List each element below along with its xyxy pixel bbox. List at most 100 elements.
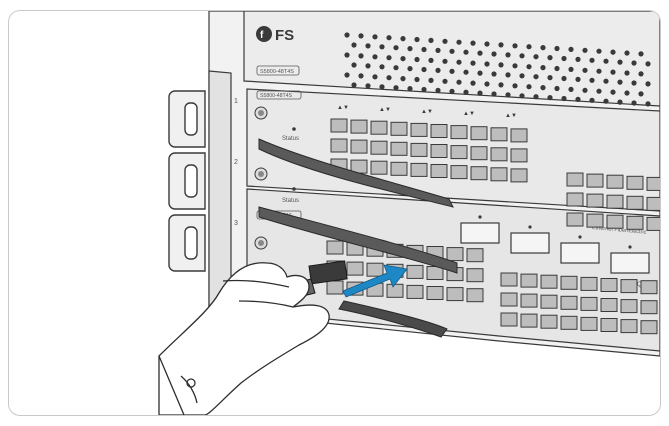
rj45-port bbox=[560, 315, 578, 330]
rj45-port bbox=[540, 294, 558, 309]
rj45-port bbox=[540, 274, 558, 289]
vent-hole bbox=[498, 62, 504, 68]
vent-hole bbox=[603, 98, 609, 104]
vent-hole bbox=[596, 88, 602, 94]
port-arrow-glyph-5: ▲▼ bbox=[505, 113, 517, 119]
rj45-port bbox=[620, 319, 638, 334]
vent-hole bbox=[351, 62, 357, 68]
vent-hole bbox=[519, 93, 525, 99]
vent-hole bbox=[463, 69, 469, 75]
rj45-port bbox=[326, 240, 344, 255]
rj45-port bbox=[430, 144, 448, 158]
vent-hole bbox=[484, 41, 490, 47]
vent-hole bbox=[617, 99, 623, 105]
rj45-port bbox=[430, 124, 448, 138]
vent-hole bbox=[456, 39, 462, 45]
rj45-port bbox=[450, 165, 468, 180]
vent-hole bbox=[491, 51, 497, 57]
vent-hole bbox=[386, 55, 392, 61]
vent-hole bbox=[526, 44, 532, 50]
rj45-port bbox=[600, 278, 618, 292]
vent-hole bbox=[344, 32, 350, 38]
rj45-port bbox=[606, 214, 624, 229]
vent-hole bbox=[386, 35, 392, 41]
rj45-port bbox=[390, 161, 408, 176]
vent-hole bbox=[470, 40, 476, 46]
rj45-port bbox=[606, 194, 624, 209]
vent-hole bbox=[645, 101, 651, 107]
rj45-port bbox=[350, 119, 368, 134]
vent-hole bbox=[400, 56, 406, 62]
rj45-port bbox=[640, 320, 658, 335]
vent-hole bbox=[596, 68, 602, 74]
vent-hole bbox=[603, 78, 609, 84]
chassis-illustration: f FS S5800-48T4S 1 2 3 bbox=[158, 11, 660, 415]
vent-hole bbox=[631, 80, 637, 86]
vent-hole bbox=[358, 33, 364, 39]
slot-number-3: 3 bbox=[234, 220, 238, 227]
vent-hole bbox=[477, 70, 483, 76]
rj45-port bbox=[566, 192, 584, 207]
rj45-port bbox=[620, 299, 638, 314]
rj45-port bbox=[580, 296, 598, 311]
rj45-port bbox=[520, 273, 538, 288]
vent-hole bbox=[540, 65, 546, 71]
cable-tie-lower bbox=[258, 206, 458, 274]
rj45-port bbox=[500, 292, 518, 307]
vent-hole bbox=[435, 67, 441, 73]
qsfp-cages bbox=[460, 222, 650, 274]
port-arrow-glyph-4: ▲▼ bbox=[463, 111, 475, 117]
vent-hole bbox=[526, 64, 532, 70]
rj45-port bbox=[386, 283, 404, 298]
rj45-port bbox=[410, 122, 428, 137]
vent-hole bbox=[554, 65, 560, 72]
rj45-port bbox=[586, 173, 604, 188]
vent-hole bbox=[456, 79, 462, 85]
vent-hole bbox=[610, 89, 616, 95]
vent-hole bbox=[519, 53, 525, 59]
rj45-port bbox=[430, 164, 448, 178]
cable-tie-front bbox=[338, 300, 448, 338]
vent-hole bbox=[365, 43, 371, 49]
vent-holes bbox=[344, 32, 651, 107]
vent-hole bbox=[379, 84, 385, 90]
rj45-port bbox=[646, 196, 660, 211]
vent-hole bbox=[568, 86, 574, 92]
fs-logo: f FS bbox=[256, 26, 294, 44]
rj45-port bbox=[640, 300, 658, 315]
vent-hole bbox=[638, 91, 644, 97]
rj45-port bbox=[370, 160, 388, 175]
vent-hole bbox=[582, 87, 588, 93]
rj45-port bbox=[426, 286, 444, 300]
rack-handles bbox=[168, 90, 206, 272]
vent-hole bbox=[610, 49, 616, 55]
vent-hole bbox=[540, 45, 546, 51]
rj45-port bbox=[600, 318, 618, 332]
vent-hole bbox=[407, 46, 413, 52]
vent-hole bbox=[470, 60, 476, 66]
rj45-port bbox=[490, 127, 508, 142]
vent-hole bbox=[589, 57, 595, 63]
slot-number-1: 1 bbox=[234, 98, 238, 105]
vent-hole bbox=[554, 45, 560, 52]
vent-hole bbox=[624, 70, 630, 76]
vent-hole bbox=[512, 63, 518, 69]
rj45-port bbox=[586, 193, 604, 208]
rj45-port bbox=[626, 175, 644, 190]
rj45-port bbox=[566, 172, 584, 187]
vent-hole bbox=[358, 73, 364, 79]
rj45-port bbox=[490, 147, 508, 162]
rj45-port bbox=[626, 215, 644, 230]
rj45-port bbox=[510, 128, 528, 143]
illustration-frame: f FS S5800-48T4S 1 2 3 bbox=[8, 10, 661, 416]
vent-hole bbox=[463, 89, 469, 95]
rj45-port bbox=[330, 138, 348, 153]
vent-hole bbox=[442, 58, 448, 64]
rj45-port bbox=[580, 276, 598, 291]
rj45-port bbox=[540, 314, 558, 329]
vent-hole bbox=[414, 36, 420, 43]
vent-hole bbox=[638, 71, 644, 77]
rj45-port bbox=[470, 146, 488, 161]
rj45-port bbox=[500, 312, 518, 327]
